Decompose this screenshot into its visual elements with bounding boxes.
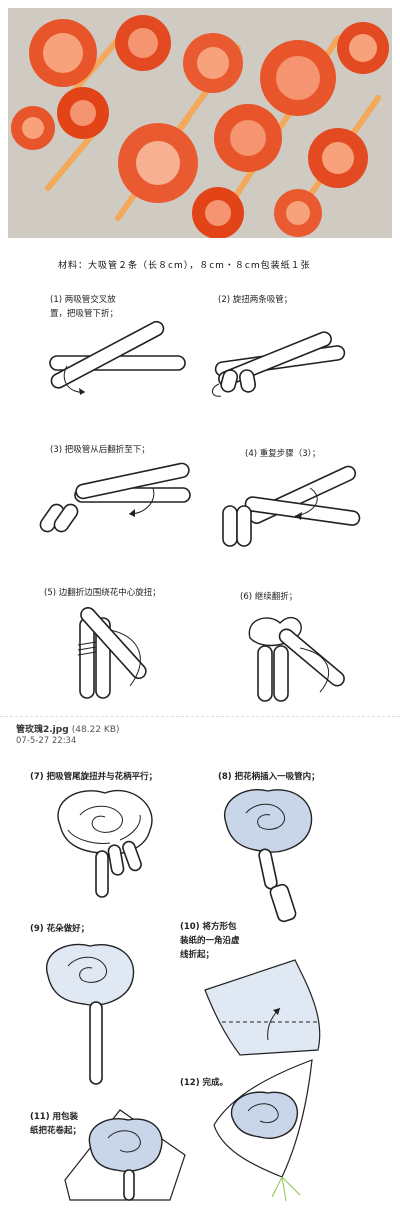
step-4-label: (4) 重复步骤（3）； — [245, 449, 321, 459]
step-2-label: (2) 旋扭两条吸管； — [218, 295, 293, 305]
materials-text: 材料：大吸管２条（长８cm），８cm・８cm包装纸１张 — [58, 261, 311, 271]
attachment-filename-text[interactable]: 管玫瑰2.jpg — [16, 725, 69, 735]
attachment-date: 07-5-27 22:34 — [16, 736, 77, 746]
attachment-filename[interactable]: 管玫瑰2.jpg (48.22 KB) — [16, 722, 120, 735]
step-1-label: (1) 两吸管交叉放 置，把吸管下折； — [50, 295, 119, 319]
step-2-drawing — [212, 331, 346, 397]
attachment-size: (48.22 KB) — [71, 725, 120, 735]
step-9-label: (9) 花朵做好； — [30, 924, 90, 934]
step-8-drawing — [223, 789, 313, 923]
step-7-label: (7) 把吸管尾旋扭并与花柄平行； — [30, 772, 158, 782]
step-12-drawing — [213, 1059, 313, 1202]
step-5-label: (5) 边翻折边围绕花中心旋扭； — [44, 588, 161, 598]
step-11-drawing — [64, 1109, 186, 1201]
roses-illustration — [8, 8, 392, 238]
step-8-label: (8) 把花柄插入一吸管内； — [218, 772, 320, 782]
step-11-label: (11) 用包装 纸把花卷起； — [30, 1112, 82, 1136]
step-3-drawing — [39, 462, 191, 533]
straw-roses-photo — [8, 8, 392, 238]
step-10-drawing — [204, 959, 321, 1056]
step-4-drawing — [222, 465, 361, 547]
section-divider — [0, 716, 400, 717]
step-10-label: (10) 将方形包 装纸的一角沿虚 线折起； — [180, 922, 240, 960]
step-12-label: (12) 完成。 — [180, 1078, 229, 1088]
step-6-drawing — [248, 616, 345, 702]
step-9-drawing — [45, 943, 135, 1085]
step-5-drawing — [77, 606, 147, 699]
step-3-label: (3) 把吸管从后翻折至下； — [50, 445, 150, 455]
step-1-drawing — [49, 320, 186, 395]
step-7-drawing — [57, 789, 153, 898]
step-6-label: (6) 继续翻折； — [240, 592, 298, 602]
